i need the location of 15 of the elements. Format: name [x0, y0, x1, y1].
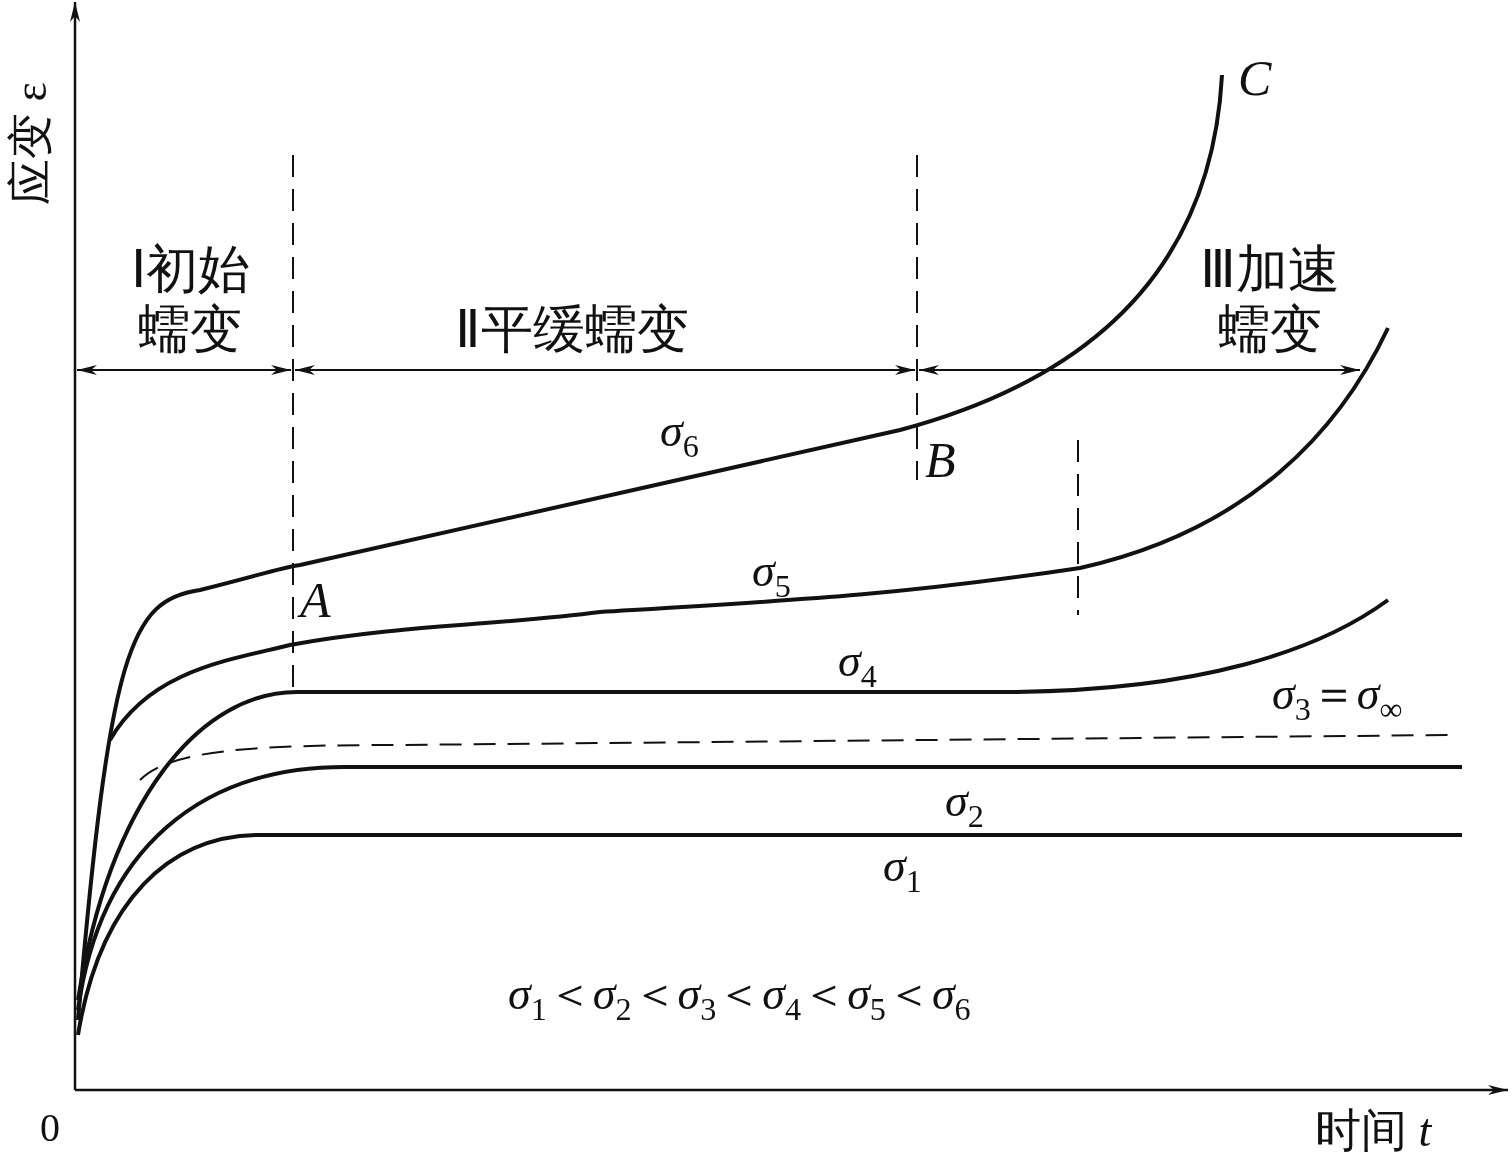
stress-order-note: σ$_{1}$＜σ$_{2}$＜σ$_{3}$＜σ$_{4}$＜σ$_{5}$＜σ$_{6}$ [508, 968, 971, 1029]
stage-label: Ⅱ平缓蠕变 [455, 300, 689, 360]
axis-title: 时间 t [1315, 1105, 1432, 1158]
point-label: C [1238, 50, 1272, 108]
origin-label: 0 [40, 1105, 60, 1151]
axis-title: 应变 ε [5, 82, 57, 205]
point-label: B [925, 432, 956, 490]
curve-label: σ$_{6}$ [660, 405, 699, 466]
curve-label: σ$_{5}$ [752, 545, 791, 606]
stage-label: Ⅲ加速蠕变 [1199, 240, 1341, 360]
curve-label: σ$_{3}$＝σ$_{∞}$ [1272, 668, 1403, 729]
curve-label: σ$_{2}$ [945, 775, 984, 836]
curve-label: σ$_{1}$ [883, 840, 922, 901]
stage-label: Ⅰ初始蠕变 [129, 240, 251, 360]
curve-label: σ$_{4}$ [838, 635, 877, 696]
